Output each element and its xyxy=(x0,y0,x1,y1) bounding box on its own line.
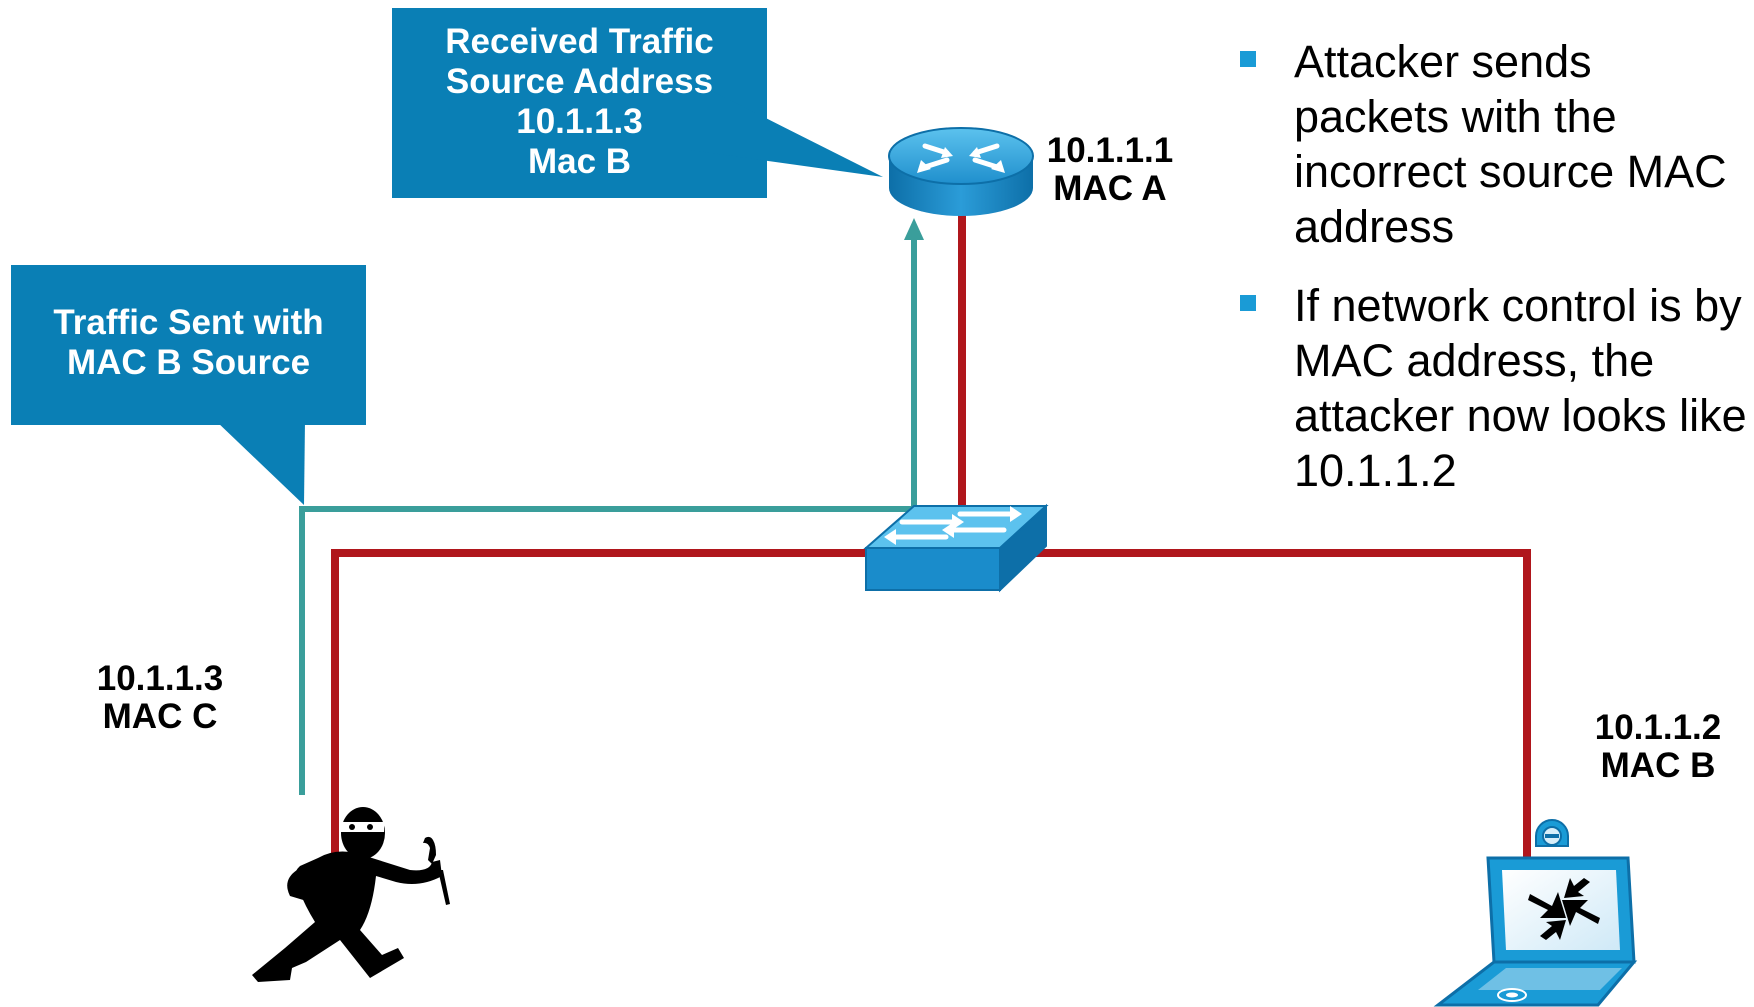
traffic-sent-callout-text: Traffic Sent with MAC B Source xyxy=(11,303,366,383)
router-icon xyxy=(888,127,1034,216)
laptop-icon xyxy=(1433,819,1638,1007)
traffic-arrow-head xyxy=(904,218,924,240)
attacker-mac: MAC C xyxy=(102,697,218,736)
sent-callout-line-2: MAC B Source xyxy=(66,343,311,382)
switch-icon xyxy=(863,503,1049,593)
bullet-text: If network control is by MAC address, th… xyxy=(1294,280,1747,496)
spoofed-traffic-path xyxy=(299,218,924,795)
bullet-text: Attacker sends packets with the incorrec… xyxy=(1294,36,1727,252)
received-traffic-callout xyxy=(392,8,883,198)
attacker-ip: 10.1.1.3 xyxy=(96,659,224,698)
attacker-label: 10.1.1.3 MAC C xyxy=(90,660,230,736)
bullet-item: If network control is by MAC address, th… xyxy=(1240,278,1750,498)
laptop-label: 10.1.1.2 MAC B xyxy=(1588,709,1728,785)
received-callout-line-2: Source Address xyxy=(445,62,714,101)
bullet-item: Attacker sends packets with the incorrec… xyxy=(1240,34,1750,254)
network-links xyxy=(331,211,1531,884)
router-ip: 10.1.1.1 xyxy=(1046,131,1174,170)
attacker-icon xyxy=(252,807,450,982)
traffic-sent-callout xyxy=(11,265,366,505)
square-bullet-icon xyxy=(1240,51,1256,67)
sent-callout-line-1: Traffic Sent with xyxy=(53,303,324,342)
laptop-mac: MAC B xyxy=(1600,746,1716,785)
received-traffic-callout-text: Received Traffic Source Address 10.1.1.3… xyxy=(392,22,767,182)
received-callout-line-4: Mac B xyxy=(527,142,632,181)
router-label: 10.1.1.1 MAC A xyxy=(1040,132,1180,208)
attacker-switch-link xyxy=(331,549,872,884)
received-callout-line-3: 10.1.1.3 xyxy=(516,102,643,141)
explanation-bullets: Attacker sends packets with the incorrec… xyxy=(1240,34,1750,522)
router-mac: MAC A xyxy=(1053,169,1167,208)
laptop-switch-link xyxy=(1026,549,1531,872)
laptop-ip: 10.1.1.2 xyxy=(1594,708,1722,747)
square-bullet-icon xyxy=(1240,295,1256,311)
received-callout-line-1: Received Traffic xyxy=(445,22,714,61)
